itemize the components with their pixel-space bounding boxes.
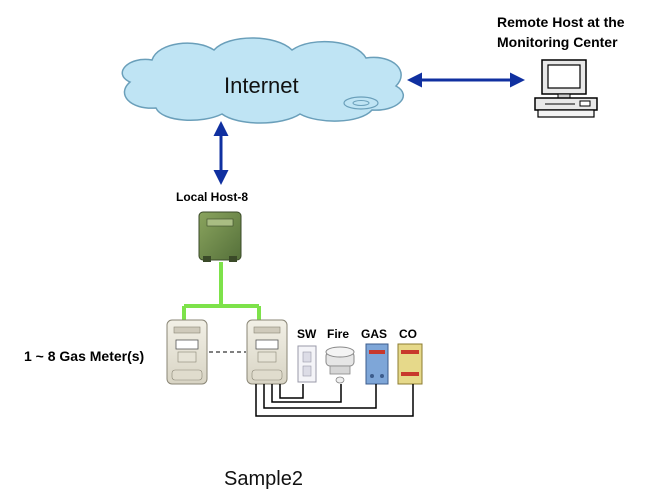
sensor-label-gas: GAS [361,327,387,341]
co-detector [397,343,423,385]
svg-text:Monitoring Center: Monitoring Center [497,34,618,50]
sensor-label-fire: Fire [327,327,349,341]
local-host-label: Local Host-8 [176,190,248,204]
sensor-label-sw: SW [297,327,317,341]
local-host-device [198,211,242,262]
gas-meters-label: 1 ~ 8 Gas Meter(s) [24,348,144,364]
diagram-caption: Sample2 [224,468,303,490]
gas-meter-1 [166,319,208,385]
sensor-label-co: CO [399,327,417,341]
gas-meter-2 [246,319,288,385]
switch-sensor [297,345,317,383]
computer-icon [534,59,598,118]
fire-detector [325,346,355,384]
remote-host-label: Remote Host at the Monitoring Center [497,14,625,50]
green-links [182,262,261,322]
internet-cloud: Internet [121,37,404,124]
gas-detector [365,343,389,385]
svg-text:Remote Host at the: Remote Host at the [497,14,625,30]
internet-label: Internet [224,73,299,98]
sensor-wiring [255,384,414,417]
